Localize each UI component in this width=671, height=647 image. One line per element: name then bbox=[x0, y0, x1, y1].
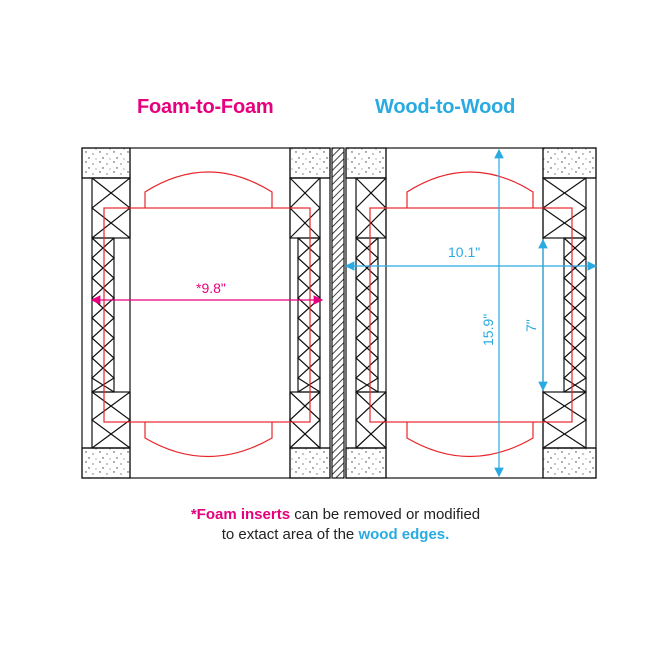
foam-inserts-highlight: *Foam inserts bbox=[190, 506, 291, 523]
corner-block bbox=[542, 147, 597, 179]
wood-width-label: 10.1" bbox=[448, 244, 480, 260]
footnote-line-2: to extact area of the wood edges. bbox=[0, 525, 671, 545]
wood-edge-left bbox=[90, 177, 132, 449]
footnote-line-1-text: can be removed or modified bbox=[290, 506, 481, 523]
corner-block bbox=[289, 447, 331, 479]
corner-block bbox=[81, 147, 131, 179]
corner-block bbox=[289, 147, 331, 179]
wood-to-wood-panel bbox=[345, 147, 597, 479]
wood-to-wood-title: Wood-to-Wood bbox=[375, 96, 516, 118]
corner-block bbox=[81, 447, 131, 479]
foam-insert-outline-left bbox=[103, 171, 311, 458]
wood-edges-highlight: wood edges. bbox=[358, 526, 450, 543]
center-divider bbox=[331, 147, 345, 479]
foam-to-foam-title: Foam-to-Foam bbox=[137, 96, 274, 118]
footnote-line-2-text: to extact area of the bbox=[221, 526, 359, 543]
corner-block bbox=[345, 447, 387, 479]
wood-height-label: 15.9" bbox=[480, 314, 496, 346]
foam-to-foam-panel bbox=[81, 147, 331, 479]
corner-block bbox=[542, 447, 597, 479]
foam-width-label: *9.8" bbox=[196, 280, 226, 296]
footnote-line-1: *Foam inserts can be removed or modified bbox=[0, 505, 671, 525]
corner-block bbox=[345, 147, 387, 179]
inner-height-label: 7" bbox=[523, 319, 539, 332]
foam-insert-outline-right bbox=[369, 171, 573, 458]
